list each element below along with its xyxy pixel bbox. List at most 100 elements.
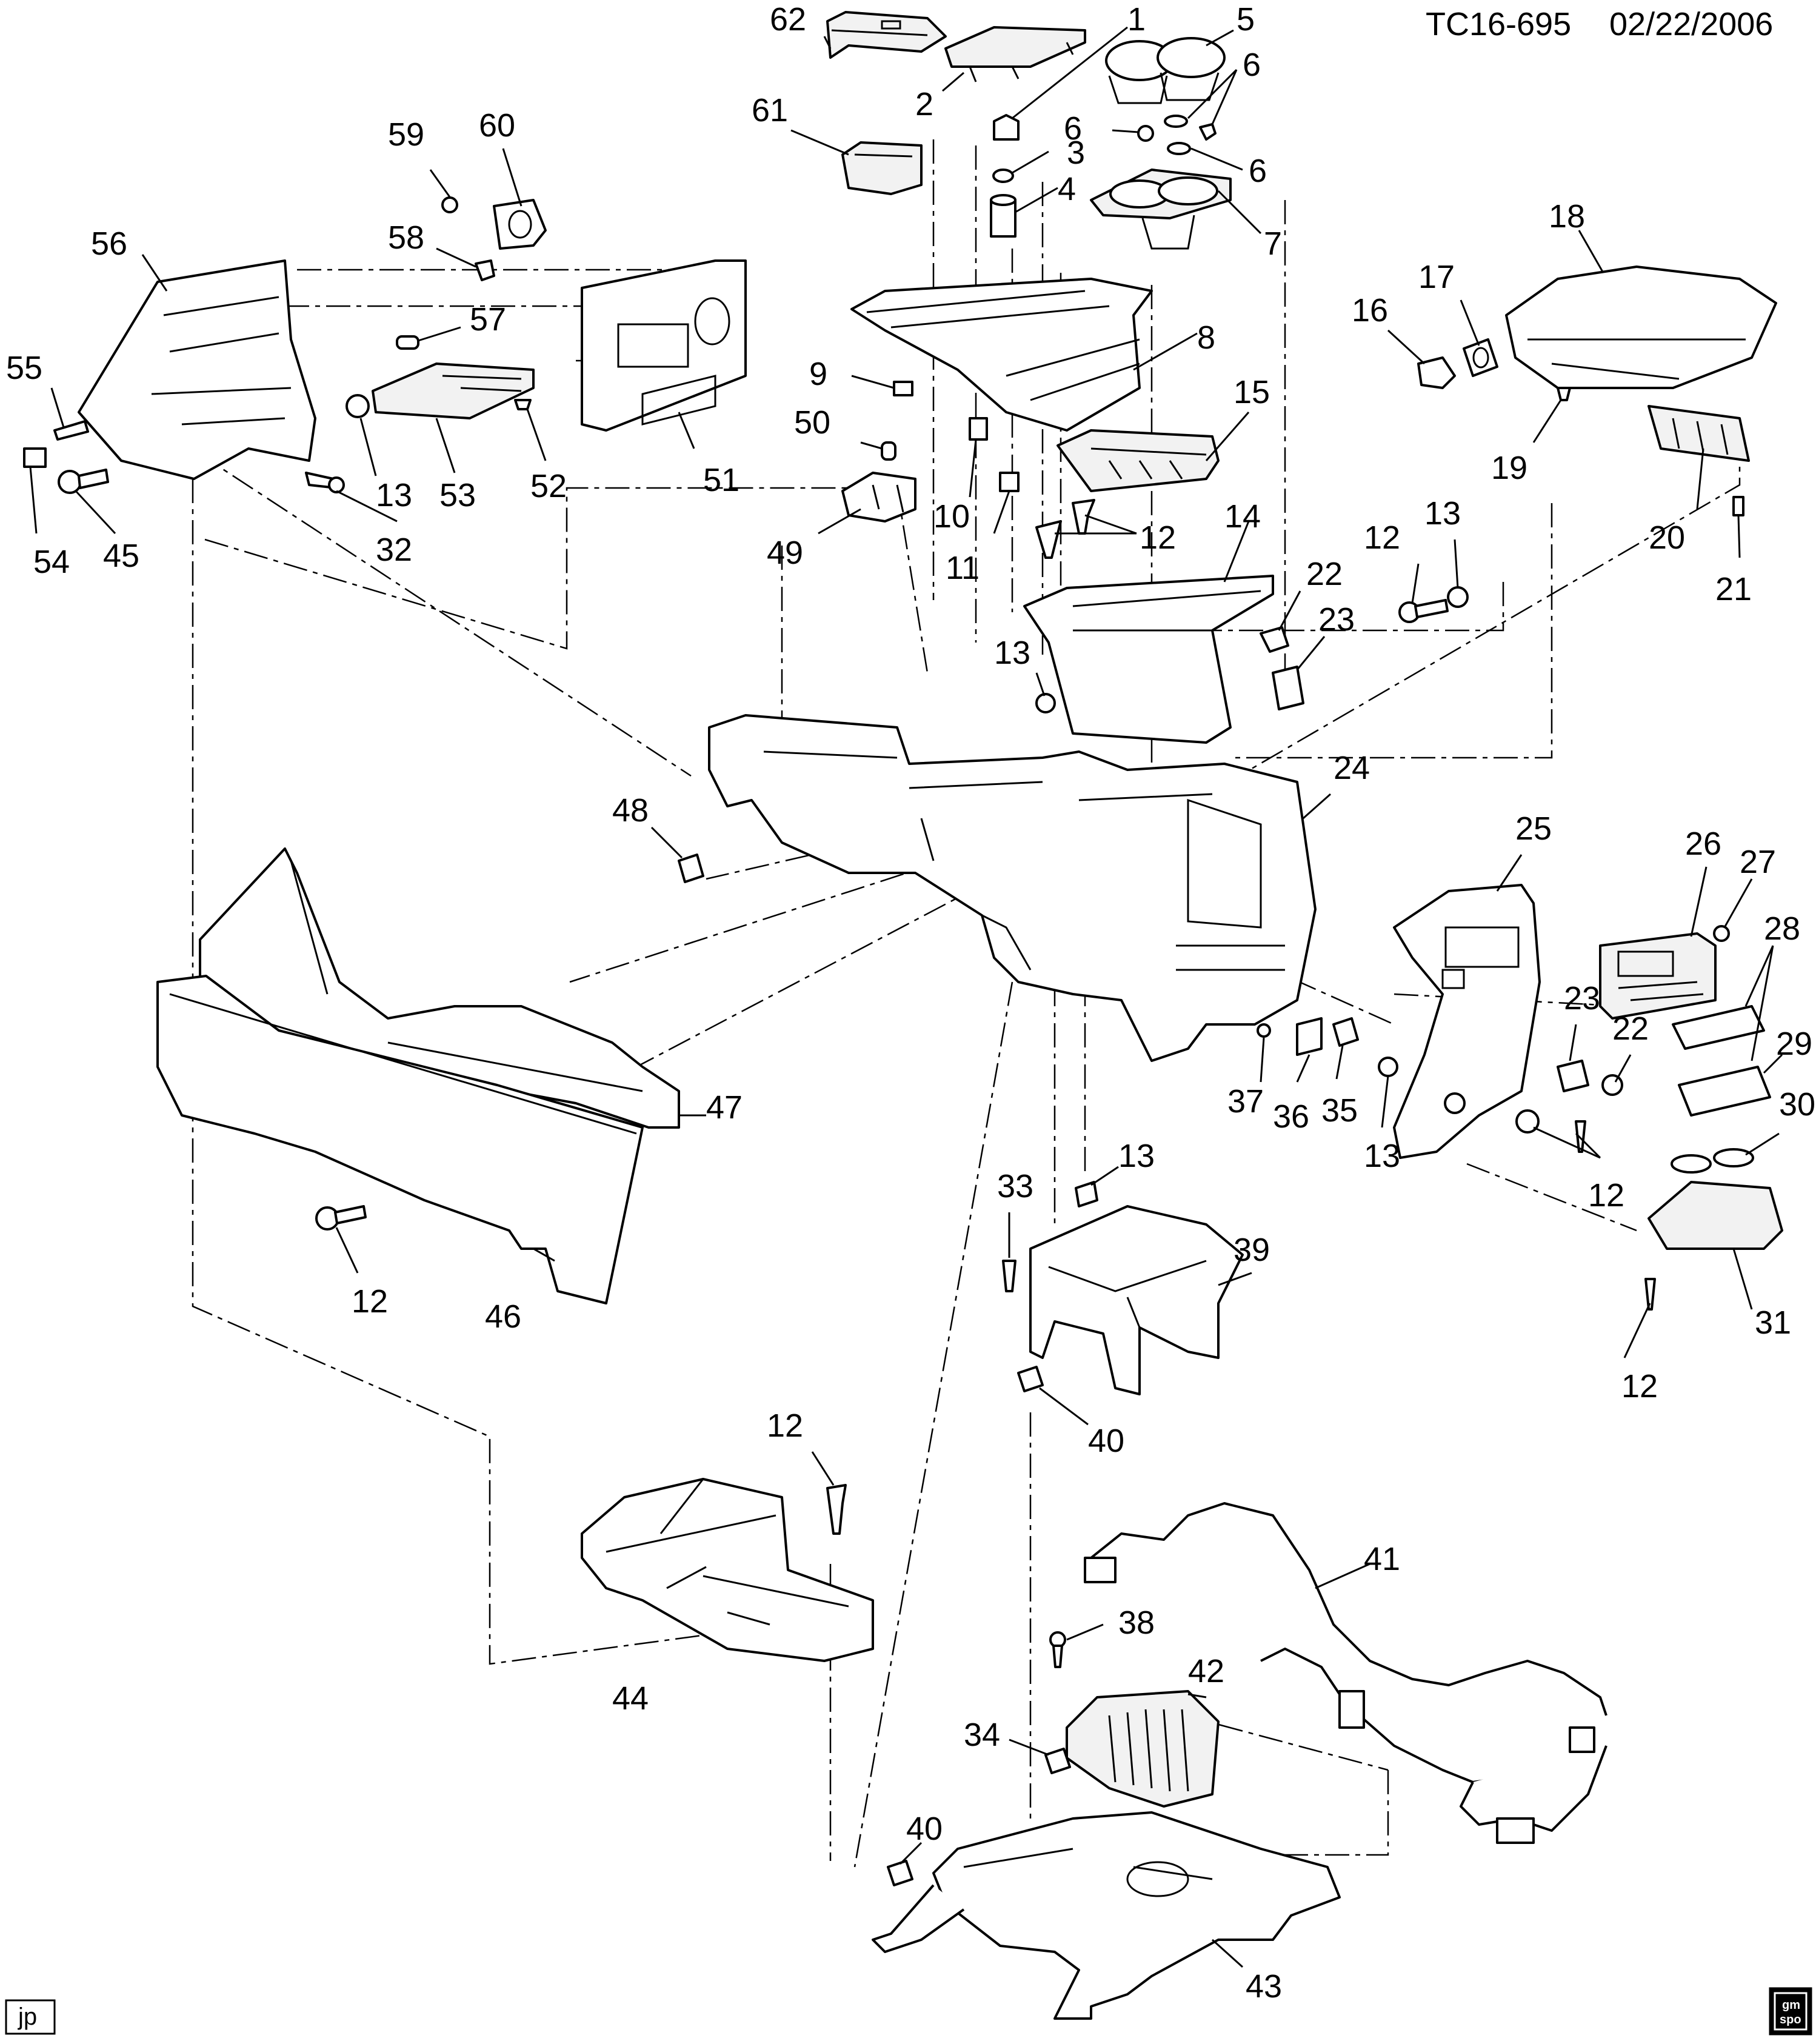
part-12-screws-right-lower	[1444, 1092, 1656, 1311]
part-40-clip	[1017, 1366, 1044, 1392]
callout-6a: 6	[1064, 110, 1082, 147]
callout-62: 62	[770, 1, 806, 38]
part-31-rear-cupholder	[1647, 1181, 1783, 1250]
callout-39: 39	[1233, 1232, 1270, 1268]
part-56-console-front	[78, 259, 316, 480]
callout-23b: 23	[1564, 980, 1600, 1017]
callout-13b: 13	[1424, 495, 1461, 532]
callout-21: 21	[1715, 571, 1752, 607]
callout-labels: 62 1 5 2 6 6 6 61 3 4 7 8 9 50 49 10 11 …	[6, 1, 1815, 2005]
callout-43: 43	[1246, 1968, 1282, 2005]
part-8-console-top	[850, 278, 1153, 432]
callout-40b: 40	[906, 1811, 943, 1847]
callout-12b: 12	[1364, 519, 1400, 556]
callout-52: 52	[530, 468, 567, 504]
callout-36: 36	[1273, 1098, 1309, 1135]
callout-12d: 12	[1621, 1368, 1658, 1404]
callout-6c: 6	[1249, 153, 1267, 189]
callout-60: 60	[479, 107, 515, 144]
callout-58: 58	[388, 219, 424, 256]
part-26-rear-control	[1599, 932, 1717, 1020]
part-62-door	[826, 11, 947, 59]
callout-34: 34	[964, 1717, 1000, 1753]
part-3-bushing	[992, 169, 1014, 183]
callout-38: 38	[1118, 1605, 1155, 1641]
part-20-hinge	[1647, 405, 1750, 462]
callout-2: 2	[915, 86, 933, 122]
part-54-clip	[23, 447, 47, 468]
callout-55: 55	[6, 350, 42, 386]
callout-13c: 13	[994, 635, 1030, 671]
diagram-date: 02/22/2006	[1609, 6, 1773, 42]
callout-25: 25	[1515, 810, 1552, 847]
callout-29: 29	[1776, 1026, 1812, 1062]
part-37-screw	[1257, 1023, 1271, 1038]
part-6-clips	[1137, 115, 1217, 155]
part-39-bracket	[1029, 1205, 1244, 1395]
callout-31: 31	[1755, 1304, 1791, 1341]
part-29-seal	[1678, 1066, 1771, 1117]
part-61-storage-bin	[841, 141, 923, 195]
callout-26: 26	[1685, 826, 1721, 862]
callout-59: 59	[388, 116, 424, 153]
callout-9: 9	[809, 356, 827, 392]
callout-57: 57	[470, 301, 506, 338]
callout-1: 1	[1127, 1, 1146, 38]
callout-22a: 22	[1306, 556, 1343, 592]
callout-42: 42	[1188, 1653, 1224, 1689]
callout-16: 16	[1352, 292, 1388, 329]
part-1-knob	[993, 114, 1020, 141]
callout-6b: 6	[1243, 47, 1261, 83]
part-24-console-base	[708, 714, 1317, 1062]
callout-32: 32	[376, 532, 412, 568]
part-12-screw-right	[1398, 599, 1449, 623]
callout-33: 33	[997, 1168, 1033, 1204]
part-41-wiring-harness	[1084, 1502, 1607, 1844]
callout-13e: 13	[1118, 1138, 1155, 1174]
part-17-latch-bezel	[1463, 338, 1498, 377]
callout-12e: 12	[352, 1283, 388, 1320]
part-21-screw	[1732, 496, 1744, 516]
callout-51: 51	[703, 462, 739, 498]
part-55-bolt	[53, 420, 89, 441]
callout-24: 24	[1334, 750, 1370, 786]
part-12-screw-44	[826, 1484, 847, 1535]
part-5-cupholder-insert	[1105, 37, 1226, 104]
callout-12f: 12	[767, 1408, 803, 1444]
part-38-screw	[1049, 1631, 1066, 1668]
part-59-nut	[441, 196, 458, 213]
callout-4: 4	[1058, 171, 1076, 207]
part-9-switch	[893, 381, 913, 396]
callout-46: 46	[485, 1298, 521, 1335]
callout-13a: 13	[376, 477, 412, 513]
callout-3: 3	[1067, 135, 1085, 171]
callout-47: 47	[706, 1089, 743, 1126]
part-23-bushing	[1272, 666, 1304, 710]
callout-54: 54	[33, 544, 70, 580]
callout-23a: 23	[1318, 601, 1355, 638]
part-12-screws-top	[1035, 499, 1095, 559]
part-27-nut	[1713, 925, 1730, 942]
callout-30: 30	[1779, 1086, 1815, 1123]
gm-spo-logo: gm spo	[1769, 1987, 1812, 2036]
part-60-bracket	[493, 199, 547, 250]
callout-28: 28	[1764, 910, 1800, 947]
diagram-id: TC16-695	[1426, 6, 1571, 42]
callout-5: 5	[1237, 1, 1255, 38]
artist-initials: jp	[18, 2003, 37, 2030]
part-4-sleeve	[990, 194, 1016, 238]
part-2-lid	[944, 26, 1086, 82]
part-34-clip	[1044, 1748, 1071, 1774]
part-30-rings	[1671, 1148, 1754, 1174]
callout-61: 61	[752, 92, 788, 129]
callout-40a: 40	[1088, 1423, 1124, 1459]
callout-14: 14	[1224, 498, 1261, 535]
part-28-seal	[1672, 1005, 1765, 1050]
callout-22b: 22	[1612, 1010, 1649, 1047]
logo-text-bottom: spo	[1780, 2013, 1801, 2026]
callout-45: 45	[103, 538, 139, 574]
part-7-cupholder	[1090, 169, 1232, 250]
callout-41: 41	[1364, 1541, 1400, 1577]
part-12-screw-lower-left	[315, 1205, 367, 1231]
